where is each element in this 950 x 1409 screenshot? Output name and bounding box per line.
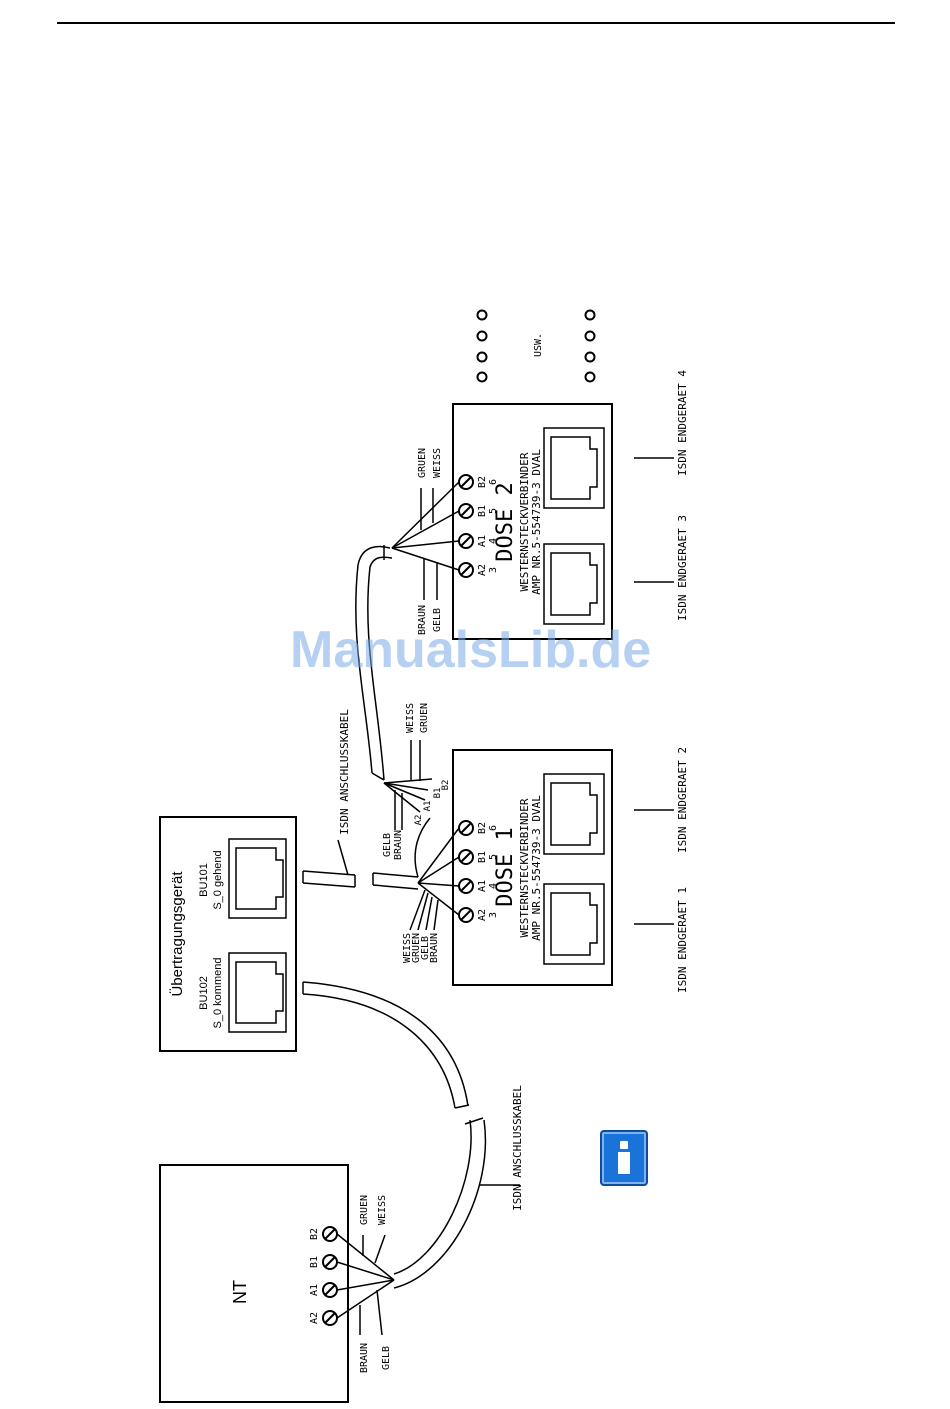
dose2-jack-left bbox=[543, 543, 605, 625]
nt-terminal-a2: A2 bbox=[309, 1310, 338, 1326]
watermark: ManualsLib.de bbox=[290, 621, 652, 679]
nt-terminal-label: B2 bbox=[309, 1228, 320, 1240]
dose1-out-end-a1: A1 bbox=[423, 801, 433, 812]
dose1-wire-in-1: GRUEN bbox=[411, 933, 422, 963]
terminal-label: B1 bbox=[477, 505, 488, 517]
transfer-unit-box: Übertragungsgerät BU102 S_0 kommend BU10… bbox=[159, 816, 297, 1052]
device-label-3: ISDN ENDGERAET 3 bbox=[676, 515, 689, 621]
terminal-label: B2 bbox=[477, 476, 488, 488]
terminal-num: 5 bbox=[488, 854, 499, 860]
info-icon bbox=[600, 1130, 648, 1186]
top-rule bbox=[57, 22, 895, 24]
cable-dose1-to-dose2 bbox=[355, 545, 431, 878]
terminal-label: A2 bbox=[477, 564, 488, 576]
dose2-terminal-b1: B1 5 bbox=[458, 503, 499, 519]
terminal-num: 3 bbox=[488, 912, 499, 918]
terminal-num: 4 bbox=[488, 883, 499, 889]
port-out-sub: S_0 gehend bbox=[212, 850, 224, 909]
dose1-wire-in-2: GELB bbox=[420, 936, 431, 960]
dose1-wire-out-left-1: BRAUN bbox=[393, 830, 404, 860]
dose1-terminal-b2: B2 6 bbox=[458, 820, 499, 836]
nt-wire-braun: BRAUN bbox=[359, 1343, 370, 1373]
dose1-title: DOSE 1 bbox=[493, 827, 518, 906]
dose1-wire-out-right-0: WEISS bbox=[405, 703, 416, 733]
device-label-4: ISDN ENDGERAET 4 bbox=[676, 370, 689, 476]
nt-terminal-b2: B2 bbox=[309, 1226, 338, 1242]
terminal-num: 6 bbox=[488, 479, 499, 485]
dose1-wire-out-right-1: GRUEN bbox=[419, 703, 430, 733]
nt-label: NT bbox=[230, 1280, 250, 1304]
device-label-1: ISDN ENDGERAET 1 bbox=[676, 887, 689, 993]
dose2-jack-right bbox=[543, 427, 605, 509]
terminal-label: A2 bbox=[477, 909, 488, 921]
rj45-port-bu101 bbox=[228, 838, 287, 919]
dose2-wire-right-0: GRUEN bbox=[417, 448, 428, 478]
nt-terminal-a1: A1 bbox=[309, 1282, 338, 1298]
cable-label-2: ISDN ANSCHLUSSKABEL bbox=[338, 709, 351, 835]
dose1-out-end-a2: A2 bbox=[414, 815, 424, 826]
device-label-2: ISDN ENDGERAET 2 bbox=[676, 747, 689, 853]
dose2-terminal-b2: B2 6 bbox=[458, 474, 499, 490]
dose1-out-end-b1: B1 bbox=[433, 788, 443, 799]
dose2-subtitle2: AMP NR.5-554739-3 DVAL bbox=[530, 449, 543, 595]
dose1-terminal-a1: A1 4 bbox=[458, 878, 499, 894]
terminal-label: A1 bbox=[477, 535, 488, 547]
cable-nt-to-transfer bbox=[302, 981, 520, 1289]
dose2-wire-left-0: BRAUN bbox=[417, 605, 428, 635]
dose1-jack-left bbox=[543, 883, 605, 965]
dose1-subtitle1: WESTERNSTECKVERBINDER bbox=[518, 798, 531, 937]
terminal-num: 3 bbox=[488, 567, 499, 573]
dose2-subtitle1: WESTERNSTECKVERBINDER bbox=[518, 452, 531, 591]
nt-wire-gruen: GRUEN bbox=[359, 1195, 370, 1225]
dose1-subtitle2: AMP NR.5-554739-3 DVAL bbox=[530, 795, 543, 941]
dose1-wire-in-0: WEISS bbox=[402, 933, 413, 963]
continuation-label: USW. bbox=[533, 333, 544, 357]
cable-transfer-to-dose1 bbox=[302, 839, 419, 890]
terminal-num: 4 bbox=[488, 538, 499, 544]
dose1-box: DOSE 1 WESTERNSTECKVERBINDER AMP NR.5-55… bbox=[452, 749, 613, 986]
dose1-wire-fan-in bbox=[409, 827, 460, 931]
continuation-dots bbox=[476, 309, 596, 383]
cable-label-1: ISDN ANSCHLUSSKABEL bbox=[511, 1085, 524, 1211]
transfer-unit-title: Übertragungsgerät bbox=[168, 871, 186, 997]
nt-wire-weiss: WEISS bbox=[377, 1195, 388, 1225]
dose1-out-end-b2: B2 bbox=[441, 780, 451, 791]
dose1-wire-in-3: BRAUN bbox=[429, 933, 440, 963]
terminal-label: B1 bbox=[477, 851, 488, 863]
terminal-num: 6 bbox=[488, 825, 499, 831]
nt-terminal-label: A1 bbox=[309, 1284, 320, 1296]
dose1-wire-fan-out bbox=[383, 740, 433, 830]
dose2-box: DOSE 2 WESTERNSTECKVERBINDER AMP NR.5-55… bbox=[452, 403, 613, 640]
nt-terminal-b1: B1 bbox=[309, 1254, 338, 1270]
port-in-name: BU102 bbox=[198, 976, 210, 1010]
port-in-sub: S_0 kommend bbox=[212, 958, 224, 1029]
rj45-port-bu102 bbox=[228, 952, 287, 1033]
dose2-title: DOSE 2 bbox=[493, 482, 518, 561]
nt-box: NT A2 A1 B1 B2 bbox=[159, 1164, 349, 1403]
dose1-wire-out-left-0: GELB bbox=[382, 833, 393, 857]
dose2-terminal-a2: A2 3 bbox=[458, 562, 499, 578]
terminal-num: 5 bbox=[488, 508, 499, 514]
nt-terminal-label: B1 bbox=[309, 1256, 320, 1268]
nt-wire-gelb: GELB bbox=[381, 1346, 392, 1370]
terminal-label: B2 bbox=[477, 822, 488, 834]
dose1-terminal-a2: A2 3 bbox=[458, 907, 499, 923]
nt-wire-fan bbox=[336, 1233, 395, 1336]
dose1-device-leaders bbox=[634, 809, 674, 925]
dose2-wire-right-1: WEISS bbox=[432, 448, 443, 478]
dose2-wire-fan bbox=[391, 481, 460, 600]
terminal-label: A1 bbox=[477, 880, 488, 892]
dose2-wire-left-1: GELB bbox=[432, 608, 443, 632]
port-out-name: BU101 bbox=[198, 863, 210, 897]
dose1-jack-right bbox=[543, 773, 605, 855]
dose2-device-leaders bbox=[634, 457, 674, 583]
nt-terminal-label: A2 bbox=[309, 1312, 320, 1324]
